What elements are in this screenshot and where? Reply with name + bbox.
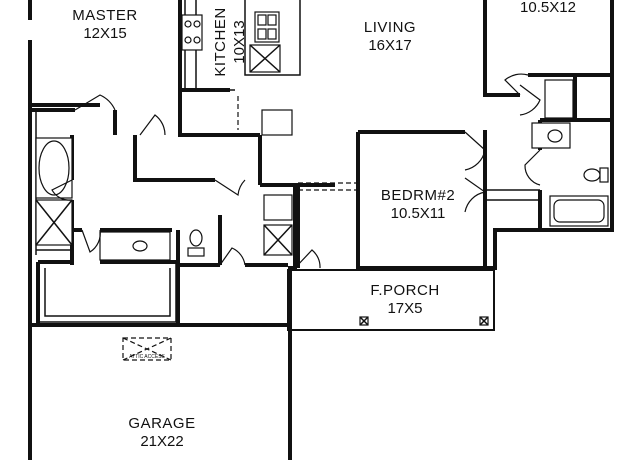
attic-access [122, 337, 172, 361]
room-labels: MASTER 12X15 KITCHEN 10X13 LIVING 16X17 … [72, 0, 576, 450]
master-sink [132, 240, 148, 252]
bathtub [38, 140, 70, 196]
bedroom2-size: 10.5X11 [391, 205, 446, 222]
bedroom2-label: BEDRM#2 [381, 187, 455, 204]
kitchen-label: KITCHEN [212, 7, 229, 76]
master-size: 12X15 [83, 25, 126, 42]
living-size: 16X17 [368, 37, 411, 54]
stove [181, 14, 203, 51]
fixtures [35, 11, 609, 361]
porch-label: F.PORCH [370, 282, 439, 299]
master-toilet [189, 229, 203, 247]
front-porch [287, 269, 495, 331]
doors [51, 73, 541, 269]
garage-label: GARAGE [128, 415, 195, 432]
master-label: MASTER [72, 7, 138, 24]
bath2-toilet [583, 168, 601, 182]
porch-size: 17X5 [387, 300, 422, 317]
living-label: LIVING [364, 19, 416, 36]
kitchen-size: 10X13 [231, 20, 248, 63]
bedroom3-size: 10.5X12 [520, 0, 576, 16]
bath2-sink [547, 129, 563, 143]
attic-access-label: ATTIC ACCESS [129, 354, 165, 360]
exterior-walls [28, 0, 614, 460]
garage-size: 21X22 [140, 433, 183, 450]
